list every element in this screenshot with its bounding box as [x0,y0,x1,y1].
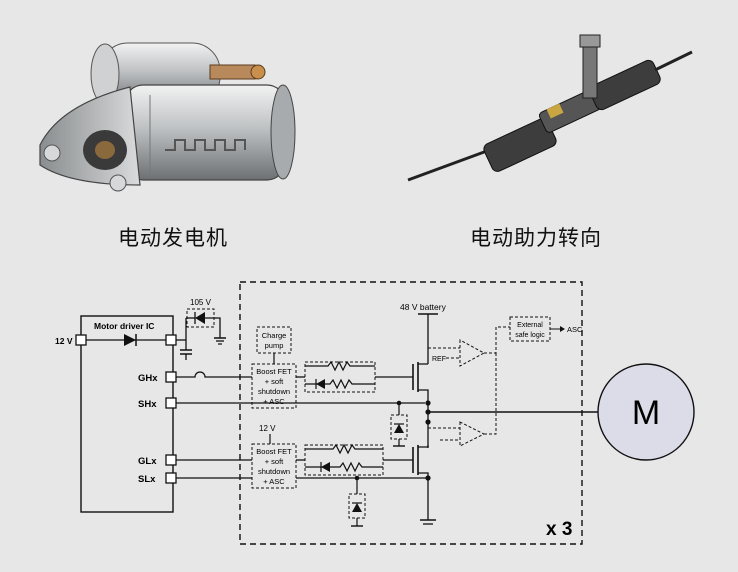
boost-lo-box [251,443,297,489]
pin-vin [75,334,87,346]
driver-ic-label: Motor driver IC [94,321,154,331]
motor-circle [597,363,695,461]
pin-slx [165,472,177,484]
multiplier-label: x 3 [546,519,572,540]
boost-hi-box [251,363,297,409]
comparator-lo [459,421,486,447]
charge-pump-line1: Charge [262,331,287,340]
boost-hi-line4: + ASC [263,397,285,406]
supply-diode [124,334,136,346]
battery-label: 48 V battery [400,302,447,312]
supply-12v-low-label: 12 V [259,424,276,433]
driver-ic-box [80,315,174,513]
pin-ghx-label: GHx [138,373,158,384]
gate-resistor-hi-1 [305,360,375,372]
boost-hi-line1: Boost FET [256,367,292,376]
tvs-diode [195,312,205,324]
gate-resistor-lo-1 [305,443,383,455]
pin-ghx [165,371,177,383]
starter-caption: 电动发电机 [118,226,228,250]
gate-diode-hi [316,379,325,389]
pin-glx-label: GLx [138,456,157,467]
external-logic-line2: safe logic [515,332,545,339]
steering-caption: 电动助力转向 [470,226,602,250]
starter-motor-image [39,42,296,192]
pin-shx-label: SHx [138,399,157,410]
supply-12v-left-label: 12 V [55,336,73,346]
asc-arrow-icon [560,326,565,332]
gate-resistor-hi-2 [305,378,375,390]
asc-output-label: ASC [567,325,583,334]
gate-diode-lo [321,462,330,472]
boost-hi-line3: shutdown [258,387,290,396]
boost-lo-line1: Boost FET [256,447,292,456]
gate-resistor-lo-2 [305,461,383,473]
pin-shx [165,397,177,409]
pin-glx [165,454,177,466]
boost-lo-line4: + ASC [263,477,285,486]
tvs-mid-diode [394,424,404,433]
tvs-label: 105 V [190,298,212,307]
pin-slx-label: SLx [138,474,156,485]
ref-label: REF [432,356,446,363]
boost-lo-line2: + soft [265,457,284,466]
pin-vout [165,334,177,346]
boost-hi-line2: + soft [265,377,284,386]
comparator-hi [459,339,486,367]
motor-label: M [632,394,660,432]
steering-rack-image [407,34,693,182]
charge-pump-line2: pump [265,341,284,350]
external-logic-line1: External [517,322,543,329]
tvs-bottom-diode [352,503,362,512]
phase-boundary [239,281,583,545]
boost-lo-line3: shutdown [258,467,290,476]
